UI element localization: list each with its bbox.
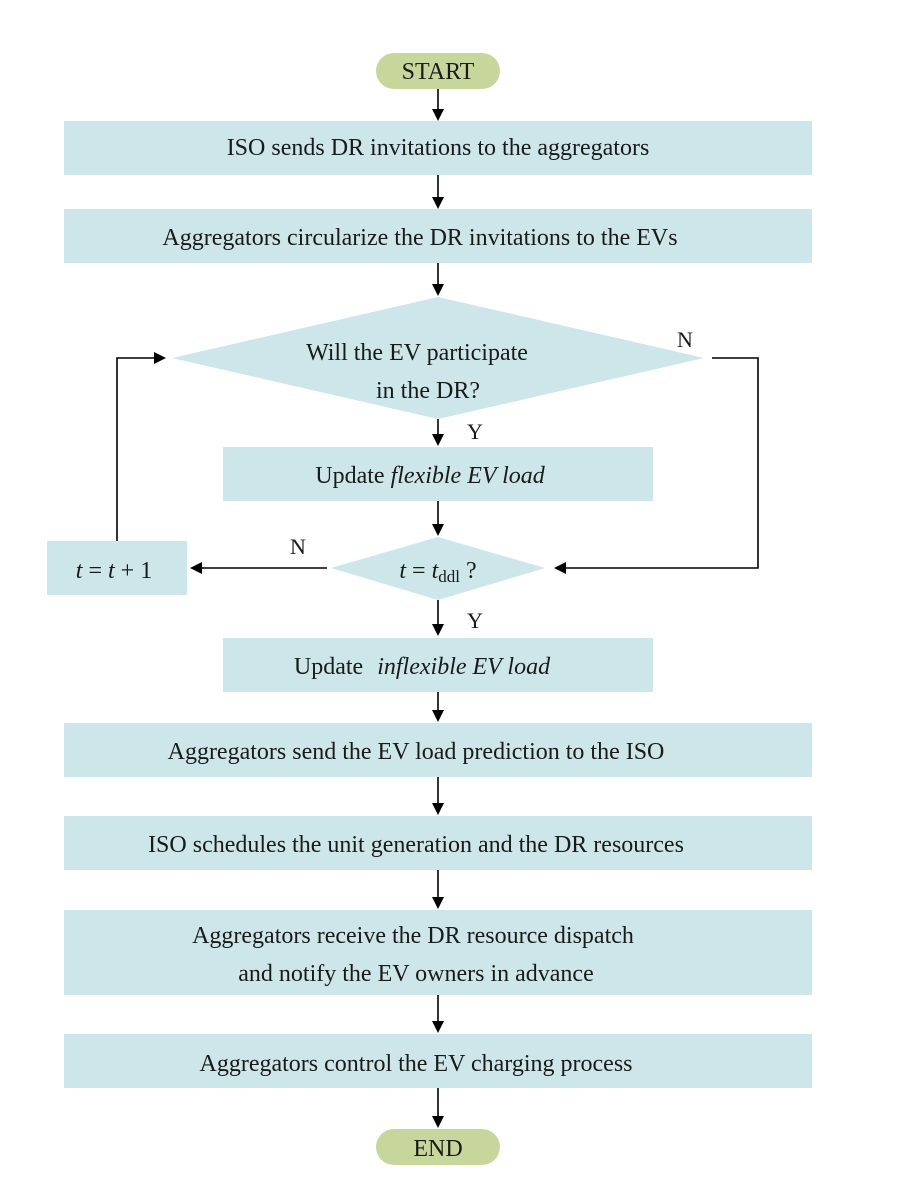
- decision2-var: t: [399, 558, 407, 584]
- decision2-label: t = tddl ?: [399, 558, 476, 586]
- step4-label: ISO schedules the unit generation and th…: [148, 832, 684, 858]
- step-increment-t: t = t + 1: [47, 541, 187, 595]
- decision2-eq: =: [406, 558, 432, 584]
- end-terminal: END: [376, 1129, 500, 1165]
- increment-rest: + 1: [115, 558, 153, 584]
- step3-label: Aggregators send the EV load prediction …: [168, 739, 665, 765]
- update-flexible-emphasis: flexible EV load: [391, 463, 546, 489]
- start-terminal: START: [376, 53, 500, 89]
- step-send-load-prediction: Aggregators send the EV load prediction …: [64, 723, 812, 777]
- step-receive-dispatch: Aggregators receive the DR resource disp…: [64, 910, 812, 995]
- step-update-inflexible-load: Update inflexible EV load: [223, 638, 653, 692]
- update-flexible-prefix: Update: [315, 463, 390, 489]
- step-control-charging: Aggregators control the EV charging proc…: [64, 1034, 812, 1088]
- step-aggregators-circularize: Aggregators circularize the DR invitatio…: [64, 209, 812, 263]
- decision1-line2: in the DR?: [376, 378, 480, 404]
- decision1-yes-label: Y: [467, 419, 483, 444]
- step1-label: ISO sends DR invitations to the aggregat…: [227, 135, 650, 161]
- decision-t-equals-tddl: t = tddl ?: [331, 537, 545, 600]
- step-iso-sends-invitations: ISO sends DR invitations to the aggregat…: [64, 121, 812, 175]
- decision2-suffix: ?: [460, 558, 477, 584]
- step2-label: Aggregators circularize the DR invitatio…: [162, 225, 677, 251]
- increment-label: t = t + 1: [76, 558, 152, 584]
- decision2-subscript: ddl: [438, 567, 460, 586]
- arrow-increment-loop-back: [116, 352, 166, 541]
- step-update-flexible-load: Update flexible EV load: [223, 447, 653, 501]
- step6-label: Aggregators control the EV charging proc…: [200, 1051, 633, 1077]
- start-label: START: [402, 59, 475, 85]
- decision1-no-label: N: [677, 327, 693, 352]
- decision1-line1: Will the EV participate: [306, 340, 528, 366]
- increment-eq: =: [82, 558, 108, 584]
- decision-ev-participate: Will the EV participate in the DR?: [172, 297, 704, 419]
- step-iso-schedules: ISO schedules the unit generation and th…: [64, 816, 812, 870]
- step5-line2: and notify the EV owners in advance: [238, 961, 593, 987]
- update-flexible-label: Update flexible EV load: [315, 463, 545, 489]
- increment-var2: t: [108, 558, 116, 584]
- decision2-yes-label: Y: [467, 608, 483, 633]
- update-inflexible-emphasis: inflexible EV load: [377, 654, 551, 680]
- update-inflexible-prefix: Update: [294, 654, 369, 680]
- arrow-decision1-no: [554, 357, 759, 574]
- end-label: END: [413, 1136, 462, 1162]
- decision2-no-label: N: [290, 534, 306, 559]
- increment-var: t: [76, 558, 84, 584]
- step5-line1: Aggregators receive the DR resource disp…: [192, 923, 634, 949]
- decision2-sym: t: [432, 558, 440, 584]
- update-inflexible-label: Update inflexible EV load: [294, 654, 551, 680]
